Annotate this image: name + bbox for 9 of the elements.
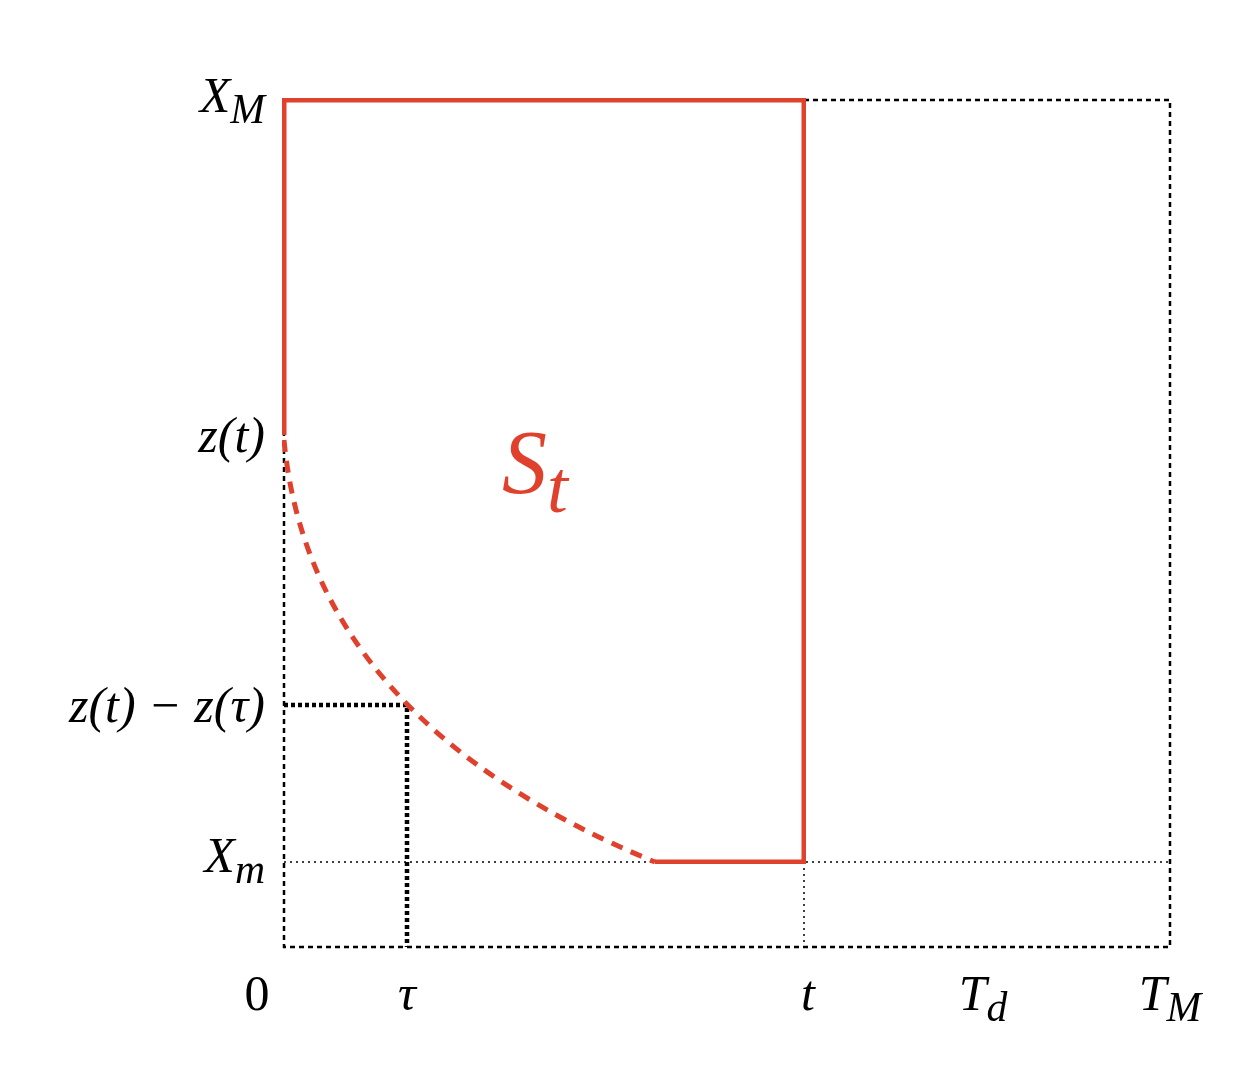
region-label: S$_{t}$ [502, 418, 568, 524]
x-tick-label: t [801, 968, 815, 1018]
y-tick-label: X$_{m}$ [204, 829, 265, 891]
x-tick-label: τ [398, 968, 416, 1018]
x-tick-label: T$_{M}$ [1138, 968, 1202, 1029]
x-tick-label: T$_{d}$ [958, 968, 1008, 1029]
x-tick-label: 0 [244, 968, 270, 1018]
region-outline [282, 98, 806, 864]
y-tick-label: X$_{M}$ [199, 69, 265, 131]
